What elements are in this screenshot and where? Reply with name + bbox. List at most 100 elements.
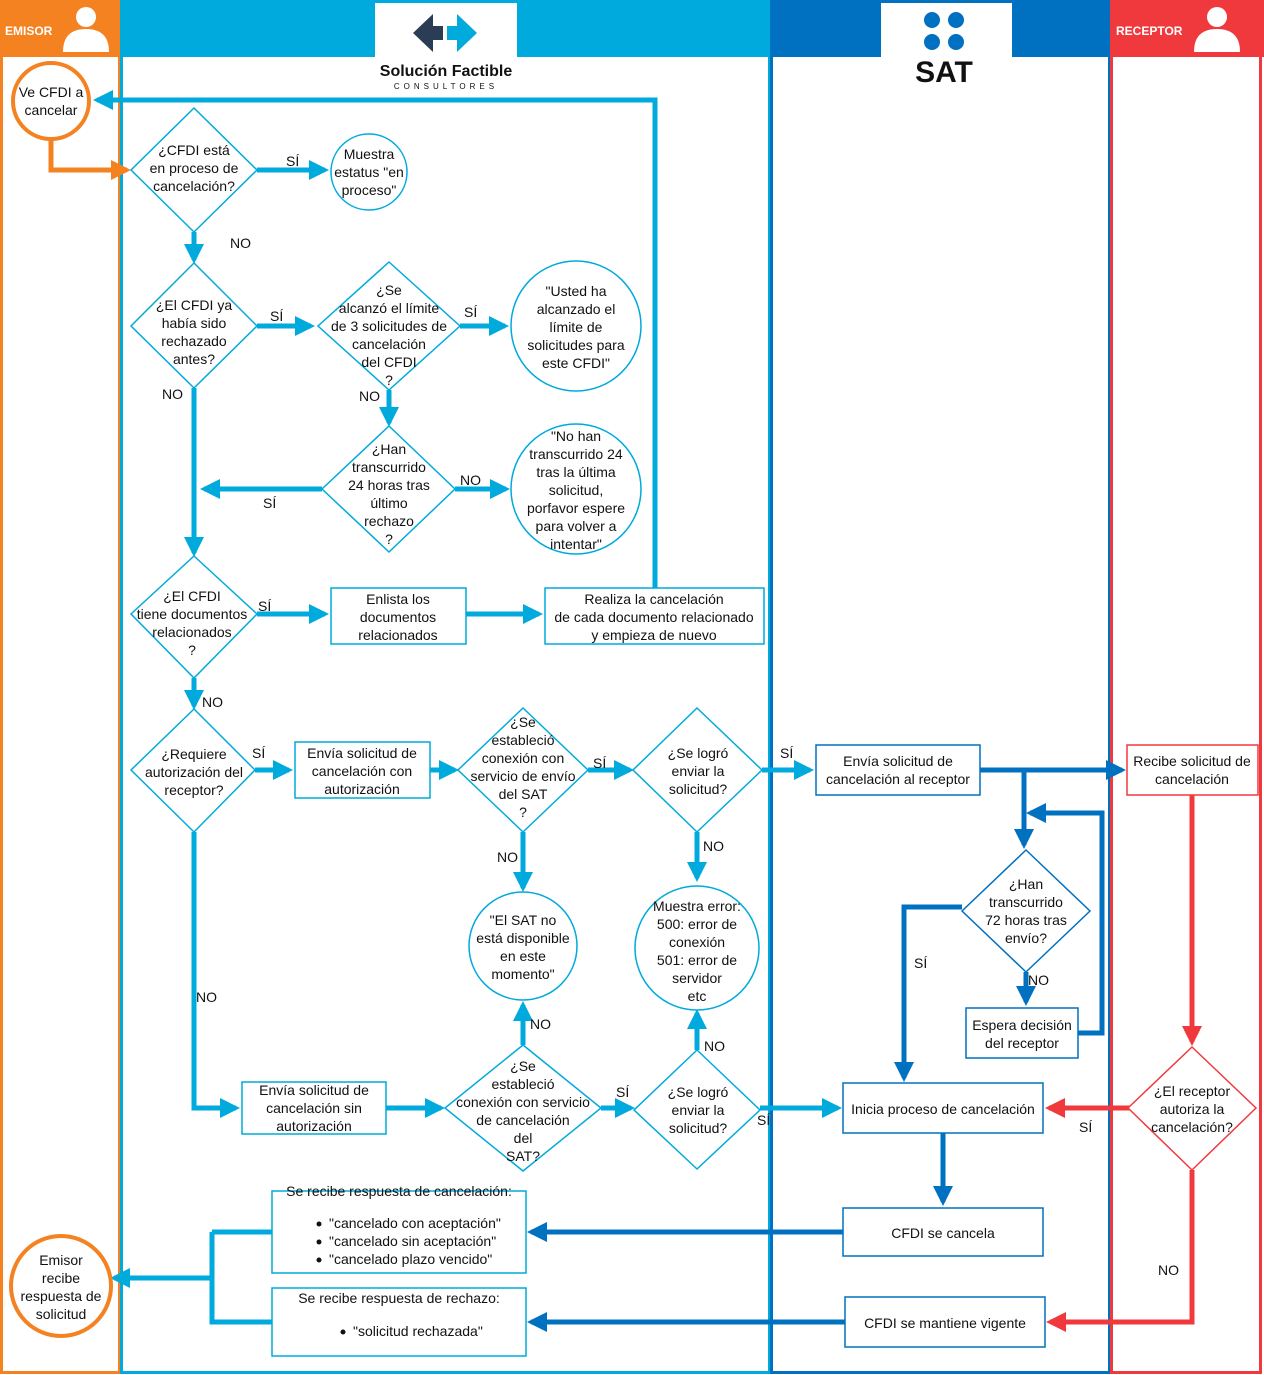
node-text-d-24h: rechazo [364, 513, 414, 529]
node-text-enlista: documentos [360, 609, 436, 625]
node-text-d-autorizacion: ¿Requiere [161, 746, 227, 762]
edge-label-no: NO [1028, 972, 1049, 988]
node-text-d-limite: ? [385, 372, 393, 388]
bullet-icon [316, 1257, 322, 1263]
node-text-d-enviar1: ¿Se logró [668, 745, 729, 761]
bullet-icon [316, 1239, 322, 1245]
node-text-recibe: Recibe solicitud de [1133, 753, 1251, 769]
edge-label-no: NO [460, 472, 481, 488]
sat-logo: SAT [915, 12, 973, 89]
connector [110, 1232, 215, 1288]
node-text-enlista: Enlista los [366, 591, 430, 607]
connector [191, 832, 240, 1118]
node-text-envia-con: Envía solicitud de [307, 745, 417, 761]
node-text-realiza: Realiza la cancelación [584, 591, 723, 607]
emisor-person-icon [63, 7, 109, 52]
edge-label-si: SÍ [270, 308, 283, 324]
decision-documentos-relacionados [129, 554, 259, 680]
respuesta-rechazo-item: "solicitud rechazada" [353, 1323, 483, 1339]
node-text-d-rechazado: rechazado [161, 333, 227, 349]
lane-provider [120, 0, 771, 1374]
node-text-msg-24h: solicitud, [549, 482, 603, 498]
node-text-msg-error: 500: error de [657, 916, 737, 932]
bullet-icon [340, 1329, 346, 1335]
decision-72-horas [960, 848, 1092, 974]
node-text-msg-24h: "No han [551, 428, 601, 444]
node-text-espera: del receptor [985, 1035, 1059, 1051]
node-text-d-24h: transcurrido [352, 459, 426, 475]
decision-requiere-autorizacion [129, 707, 257, 834]
edge-labels: SÍNOSÍNOSÍNONOSÍSÍNOSÍSÍSÍNONONONONOSÍSÍ… [162, 153, 1179, 1278]
node-text-d-conexion1: ¿Se [510, 714, 536, 730]
connector [1046, 1170, 1195, 1332]
node-text-d-autoriza: cancelación? [1151, 1119, 1233, 1135]
edge-label-no: NO [359, 388, 380, 404]
node-text-muestra-estatus: Muestra [344, 146, 395, 162]
connector [894, 904, 962, 1082]
lane-emisor: EMISOR [0, 0, 121, 1374]
connectors [48, 90, 1202, 1332]
end-node [9, 1234, 113, 1338]
edge-label-no: NO [703, 838, 724, 854]
node-text-d-relacionados: tiene documentos [137, 606, 248, 622]
node-text-d-proceso: en proceso de [150, 160, 239, 176]
node-text-d-72h: envío? [1005, 930, 1047, 946]
node-text-msg-error: Muestra error: [653, 898, 741, 914]
edge-label-si: SÍ [258, 598, 271, 614]
sf-logo-subtitle: CONSULTORES [394, 82, 498, 91]
node-text-d-72h: ¿Han [1009, 876, 1043, 892]
node-text-d-rechazado: antes? [173, 351, 215, 367]
node-text-d-enviar2: ¿Se logró [668, 1084, 729, 1100]
node-text-d-relacionados: relacionados [152, 624, 231, 640]
node-text-start: cancelar [25, 102, 78, 118]
node-enlista-documentos [330, 587, 467, 645]
node-text-recibe: cancelación [1155, 771, 1229, 787]
start-node [11, 61, 91, 141]
node-text-d-conexion1: ? [519, 804, 527, 820]
node-text-realiza: y empieza de nuevo [591, 627, 717, 643]
node-text-d-72h: transcurrido [989, 894, 1063, 910]
receptor-person-icon [1194, 7, 1240, 52]
node-text-msg-sat: "El SAT no [490, 912, 557, 928]
node-text-espera: Espera decisión [972, 1017, 1072, 1033]
node-text-msg-limite: solicitudes para [527, 337, 624, 353]
edge-label-si: SÍ [1079, 1119, 1092, 1135]
node-text-d-conexion1: conexión con [482, 750, 565, 766]
node-realiza-cancelacion [544, 587, 765, 645]
node-text-envia-sin: autorización [276, 1118, 352, 1134]
edge-label-no: NO [230, 235, 251, 251]
sat-logo-text: SAT [915, 56, 973, 89]
node-text-envia-con: autorización [324, 781, 400, 797]
node-text-envia-sin: cancelación sin [266, 1100, 362, 1116]
node-text-envia-receptor: Envía solicitud de [843, 753, 953, 769]
node-text-msg-24h: tras la última [536, 464, 616, 480]
edge-label-no: NO [704, 1038, 725, 1054]
node-text-msg-error: servidor [672, 970, 722, 986]
node-text-d-limite: del CFDI [361, 354, 416, 370]
node-text-d-conexion2: ¿Se [510, 1058, 536, 1074]
node-text-msg-limite: alcanzado el [537, 301, 616, 317]
lane-receptor-label: RECEPTOR [1116, 24, 1183, 38]
node-inicia-proceso [842, 1082, 1044, 1134]
node-text-end: solicitud [36, 1306, 87, 1322]
node-text-d-conexion2: del [514, 1130, 533, 1146]
edge-label-no: NO [202, 694, 223, 710]
node-espera-decision [965, 1007, 1079, 1059]
edge-label-no: NO [162, 386, 183, 402]
node-respuesta-rechazo [271, 1287, 527, 1357]
node-envia-sin-autorizacion [241, 1081, 387, 1135]
respuesta-cancelacion-item: "cancelado plazo vencido" [329, 1251, 492, 1267]
decision-receptor-autoriza [1126, 1045, 1258, 1172]
node-text-d-conexion2: SAT? [506, 1148, 540, 1164]
decision-conexion-envio [456, 706, 590, 834]
node-text-d-enviar1: solicitud? [669, 781, 728, 797]
edge-label-si: SÍ [780, 745, 793, 761]
node-text-d-rechazado: había sido [162, 315, 227, 331]
node-text-d-conexion1: estableció [491, 732, 554, 748]
edge-label-si: SÍ [252, 745, 265, 761]
node-text-d-limite: cancelación [352, 336, 426, 352]
decision-ya-rechazado [129, 261, 259, 390]
node-text-end: Emisor [39, 1252, 83, 1268]
